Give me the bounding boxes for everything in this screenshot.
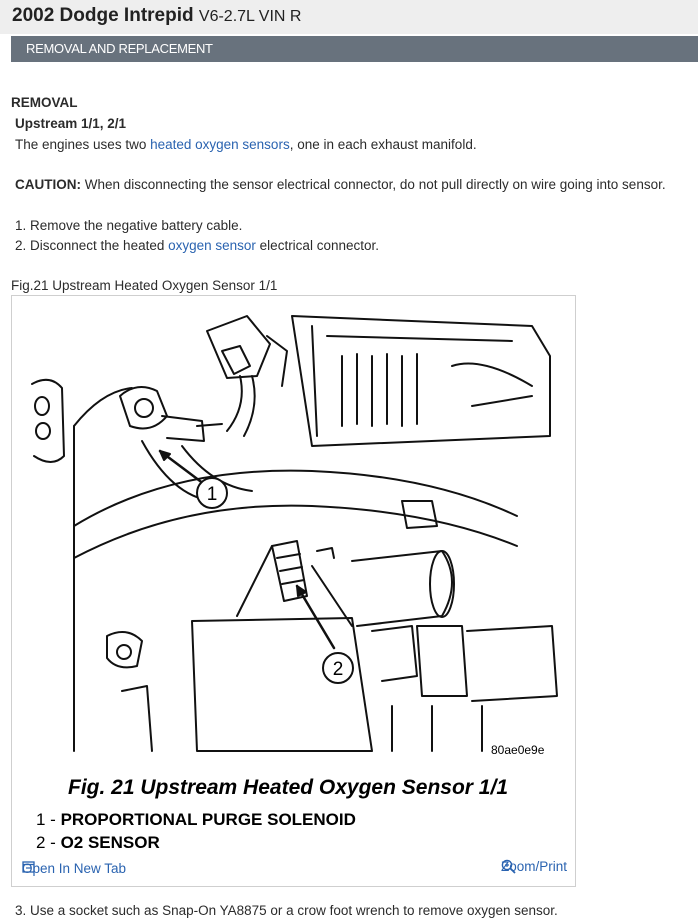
- open-in-new-tab-label: Open In New Tab: [22, 861, 127, 876]
- caution-label: CAUTION:: [15, 177, 81, 192]
- sub-heading-text: Upstream 1/1, 2/1: [15, 116, 127, 131]
- zoom-print-button[interactable]: Zoom/Print: [501, 859, 567, 874]
- legend-text: PROPORTIONAL PURGE SOLENOID: [60, 810, 356, 829]
- engine-illustration: 1 2: [31, 315, 558, 752]
- section-header: REMOVAL AND REPLACEMENT: [11, 36, 698, 62]
- title-bar: 2002 Dodge Intrepid V6-2.7L VIN R: [0, 0, 698, 34]
- caution-paragraph: CAUTION: When disconnecting the sensor e…: [15, 177, 666, 192]
- external-window-icon: [22, 861, 35, 873]
- open-in-new-tab-button[interactable]: Open In New Tab: [22, 861, 126, 876]
- sub-heading: Upstream 1/1, 2/1: [15, 116, 126, 131]
- figure-caption: Fig. 21 Upstream Heated Oxygen Sensor 1/…: [68, 776, 508, 799]
- step-2-text-before: 2. Disconnect the heated: [15, 238, 169, 253]
- magnifier-plus-icon: [501, 859, 516, 874]
- heated-oxygen-sensors-link[interactable]: heated oxygen sensors: [150, 137, 290, 152]
- section-header-label: REMOVAL AND REPLACEMENT: [26, 41, 213, 56]
- page-title: 2002 Dodge Intrepid V6-2.7L VIN R: [12, 5, 301, 27]
- figure-container: 1 2 80ae0e9e Fig. 21 Upstream Heated Oxy…: [11, 295, 576, 887]
- legend-item-1: 1 - PROPORTIONAL PURGE SOLENOID: [36, 810, 356, 830]
- step-2: 2. Disconnect the heated oxygen sensor e…: [15, 238, 379, 253]
- legend-num: 2 -: [36, 833, 61, 852]
- intro-paragraph: The engines uses two heated oxygen senso…: [15, 137, 477, 152]
- legend-item-2: 2 - O2 SENSOR: [36, 833, 160, 853]
- zoom-print-label: Zoom/Print: [500, 859, 567, 874]
- vehicle-name: 2002 Dodge Intrepid: [12, 5, 194, 26]
- figure-code: 80ae0e9e: [491, 743, 545, 757]
- removal-heading: REMOVAL: [11, 95, 78, 110]
- engine-spec: V6-2.7L VIN R: [198, 8, 302, 25]
- removal-heading-text: REMOVAL: [11, 95, 78, 110]
- caution-text: When disconnecting the sensor electrical…: [81, 177, 666, 192]
- step-2-text-after: electrical connector.: [255, 238, 379, 253]
- legend-text: O2 SENSOR: [60, 833, 160, 852]
- figure-label: Fig.21 Upstream Heated Oxygen Sensor 1/1: [11, 278, 278, 293]
- legend-num: 1 -: [36, 810, 61, 829]
- callout-2: 2: [333, 659, 344, 680]
- oxygen-sensor-link[interactable]: oxygen sensor: [168, 238, 256, 253]
- step-1: 1. Remove the negative battery cable.: [15, 218, 243, 233]
- intro-text-after: , one in each exhaust manifold.: [289, 137, 477, 152]
- intro-text-before: The engines uses two: [15, 137, 151, 152]
- step-3: 3. Use a socket such as Snap-On YA8875 o…: [15, 903, 558, 918]
- callout-1: 1: [207, 484, 218, 505]
